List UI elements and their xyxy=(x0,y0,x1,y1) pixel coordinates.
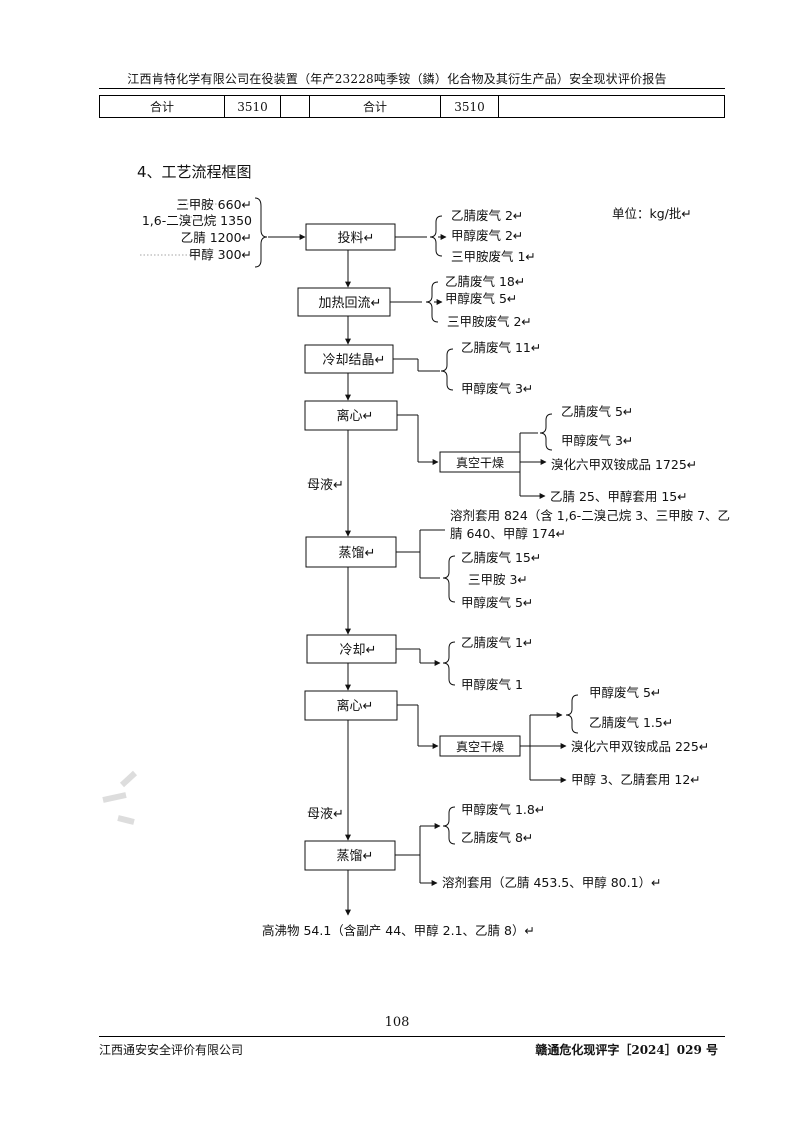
process-box-reflux xyxy=(297,287,391,317)
side-connectors xyxy=(390,215,579,886)
output-label: 甲醇废气 5↵ xyxy=(589,685,661,700)
output-label: 溴化六甲双铵成品 1725↵ xyxy=(551,457,697,472)
input-label: 甲醇 300↵ xyxy=(189,247,252,262)
box-label: 蒸馏↵ xyxy=(339,546,376,561)
watermark-mark xyxy=(102,770,138,825)
output-label: 三甲胺废气 1↵ xyxy=(451,249,536,264)
output-label: 甲醇废气 1 xyxy=(461,677,523,692)
box-label: 投料↵ xyxy=(338,230,375,246)
output-label: 乙腈废气 5↵ xyxy=(561,404,633,419)
output-label: 乙腈废气 18↵ xyxy=(445,274,525,289)
footer-report-no: 赣通危化现评字［2024］029 号 xyxy=(535,1043,718,1057)
input-label: 三甲胺 660↵ xyxy=(176,197,252,212)
output-label: 腈 640、甲醇 174↵ xyxy=(450,526,566,541)
mother-liquor-label: 母液↵ xyxy=(307,478,344,493)
mother-liquor-label: 母液↵ xyxy=(307,807,344,822)
table-cell xyxy=(498,95,725,118)
process-boxes xyxy=(297,223,521,871)
input-label: 1,6-二溴己烷 1350 xyxy=(142,213,252,228)
output-label: 乙腈 25、甲醇套用 15↵ xyxy=(550,489,688,504)
output-label: 乙腈废气 8↵ xyxy=(461,830,533,845)
output-label: 甲醇 3、乙腈套用 12↵ xyxy=(571,772,701,787)
table-cell: 3510 xyxy=(224,95,281,118)
dotted-leader xyxy=(140,203,224,256)
output-label: 三甲胺 3↵ xyxy=(468,572,528,587)
header-rule xyxy=(99,88,725,89)
process-box-feeding xyxy=(305,223,396,251)
output-label: 甲醇废气 5↵ xyxy=(461,595,533,610)
page-number: 108 xyxy=(384,1015,410,1030)
footer-rule xyxy=(99,1036,725,1037)
output-label: 乙腈废气 1.5↵ xyxy=(589,715,673,730)
table-cell: 3510 xyxy=(440,95,499,118)
output-label: 高沸物 54.1（含副产 44、甲醇 2.1、乙腈 8）↵ xyxy=(262,923,535,938)
output-label: 甲醇废气 5↵ xyxy=(445,291,517,306)
output-label: 乙腈废气 2↵ xyxy=(451,208,523,223)
output-label: 乙腈废气 15↵ xyxy=(461,550,541,565)
output-label: 乙腈废气 11↵ xyxy=(461,340,541,355)
input-brace xyxy=(254,197,268,268)
output-label: 乙腈废气 1↵ xyxy=(461,635,533,650)
input-materials: 三甲胺 660↵ 1,6-二溴己烷 1350 乙腈 1200↵ 甲醇 300↵ xyxy=(140,197,252,262)
output-label: 甲醇废气 2↵ xyxy=(451,228,523,243)
box-label: 冷却结晶↵ xyxy=(323,353,386,368)
header-title: 江西肯特化学有限公司在役装置（年产23228吨季铵（鏻）化合物及其衍生产品）安全… xyxy=(127,72,667,86)
process-box-crystallize xyxy=(304,344,394,374)
process-box-distill-2 xyxy=(304,840,396,871)
input-label: 乙腈 1200↵ xyxy=(181,230,252,245)
box-label: 真空干燥 xyxy=(456,740,504,754)
process-box-cool xyxy=(306,634,397,664)
output-label: 三甲胺废气 2↵ xyxy=(447,314,532,329)
box-label: 真空干燥 xyxy=(456,456,504,470)
output-label: 甲醇废气 1.8↵ xyxy=(461,802,545,817)
table-row: 合计 3510 合计 3510 xyxy=(99,95,725,118)
output-label: 溶剂套用（乙腈 453.5、甲醇 80.1）↵ xyxy=(442,875,662,890)
summary-table: 合计 3510 合计 3510 xyxy=(99,95,725,118)
box-label: 离心↵ xyxy=(337,698,374,714)
box-label: 离心↵ xyxy=(337,408,374,424)
output-label: 甲醇废气 3↵ xyxy=(561,433,633,448)
output-label: 溴化六甲双铵成品 225↵ xyxy=(571,739,709,754)
table-cell: 合计 xyxy=(309,95,441,118)
process-box-labels: 投料↵ 加热回流↵ 冷却结晶↵ 离心↵ 真空干燥 蒸馏↵ 冷却↵ 离心↵ 真空干… xyxy=(319,230,504,864)
box-label: 加热回流↵ xyxy=(319,296,382,311)
footer-company: 江西通安安全评价有限公司 xyxy=(99,1043,244,1057)
table-cell: 合计 xyxy=(99,95,225,118)
output-labels: 乙腈废气 2↵ 甲醇废气 2↵ 三甲胺废气 1↵ 乙腈废气 18↵ 甲醇废气 5… xyxy=(262,208,730,938)
output-label: 溶剂套用 824（含 1,6-二溴己烷 3、三甲胺 7、乙 xyxy=(450,508,730,523)
unit-label: 单位：kg/批↵ xyxy=(612,206,692,221)
box-label: 冷却↵ xyxy=(340,643,377,658)
box-label: 蒸馏↵ xyxy=(337,849,374,864)
output-label: 甲醇废气 3↵ xyxy=(461,381,533,396)
process-box-distill-1 xyxy=(305,536,397,568)
section-title: 4、工艺流程框图 xyxy=(137,163,252,181)
process-box-centrifuge-1 xyxy=(304,400,398,431)
